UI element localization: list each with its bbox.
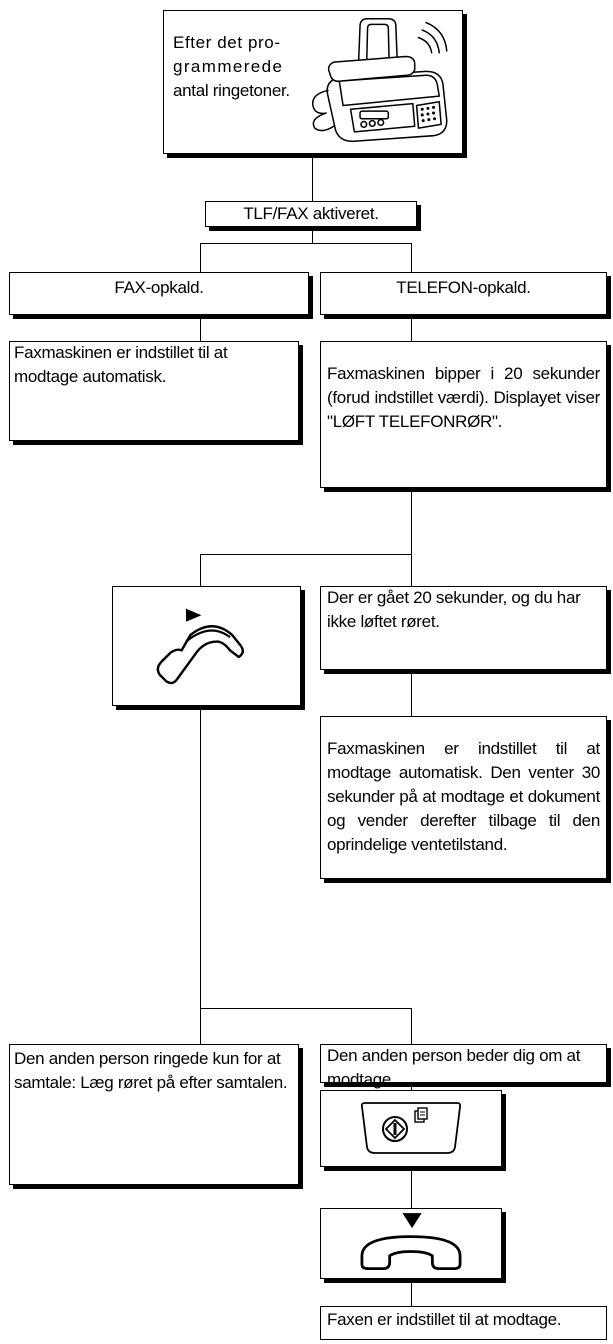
receive-request-text: Den anden person beder dig om at modtage… — [327, 1046, 581, 1089]
talk-only-text: Den anden person ringede kun for at samt… — [14, 1049, 288, 1092]
hang-up-box — [320, 1208, 502, 1279]
connector — [411, 1166, 412, 1208]
lift-handset-icon — [156, 608, 244, 685]
phone-beep-box: Faxmaskinen bipper i 20 sekunder (forud … — [320, 341, 607, 488]
connector — [200, 554, 412, 555]
connector — [411, 1008, 412, 1047]
start-button-icon — [360, 1102, 462, 1154]
connector — [411, 554, 412, 586]
start-text-line-3: antal ringetoner. — [173, 81, 290, 100]
start-text-line-1: Efter det pro- — [173, 33, 281, 52]
connector — [200, 1008, 412, 1009]
start-button-box — [320, 1090, 502, 1167]
connector — [200, 1008, 201, 1044]
final-text: Faxen er indstillet til at modtage. — [327, 1310, 562, 1329]
hang-up-handset-icon — [360, 1213, 462, 1270]
auto-receive-wait-text: Faxmaskinen er indstillet til at modtage… — [327, 739, 600, 854]
no-answer-box: Der er gået 20 sekunder, og du har ikke … — [320, 586, 607, 670]
phone-call-title: TELEFON-opkald. — [396, 278, 531, 297]
mode-box: TLF/FAX aktiveret. — [205, 201, 417, 227]
connector — [200, 243, 412, 244]
start-box: Efter det pro- grammerede antal ringeton… — [163, 10, 463, 154]
phone-beep-text: Faxmaskinen bipper i 20 sekunder (forud … — [327, 364, 600, 431]
mode-text: TLF/FAX aktiveret. — [243, 204, 379, 223]
connector — [200, 243, 201, 272]
auto-receive-wait-box: Faxmaskinen er indstillet til at modtage… — [320, 716, 607, 879]
connector — [411, 670, 412, 716]
lift-handset-box — [112, 586, 301, 706]
connector — [312, 226, 313, 244]
connector — [411, 314, 412, 341]
connector — [200, 554, 201, 586]
phone-call-box: TELEFON-opkald. — [320, 272, 607, 315]
receive-request-box: Den anden person beder dig om at modtage… — [320, 1044, 607, 1089]
connector — [200, 705, 201, 1009]
connector — [411, 487, 412, 554]
fax-auto-receive-text: Faxmaskinen er indstillet til at modtage… — [14, 343, 228, 386]
fax-call-box: FAX-opkald. — [9, 272, 309, 315]
no-answer-text: Der er gået 20 sekunder, og du har ikke … — [327, 588, 581, 631]
connector — [200, 314, 201, 341]
connector — [411, 243, 412, 272]
final-box: Faxen er indstillet til at modtage. — [320, 1306, 607, 1340]
talk-only-box: Den anden person ringede kun for at samt… — [9, 1044, 299, 1185]
start-text-line-2: grammerede — [173, 57, 284, 76]
fax-machine-illustration — [311, 18, 448, 143]
connector — [411, 1278, 412, 1306]
connector — [312, 153, 313, 201]
fax-call-title: FAX-opkald. — [114, 278, 204, 297]
connector — [411, 1082, 412, 1090]
fax-auto-receive-box: Faxmaskinen er indstillet til at modtage… — [9, 341, 299, 441]
